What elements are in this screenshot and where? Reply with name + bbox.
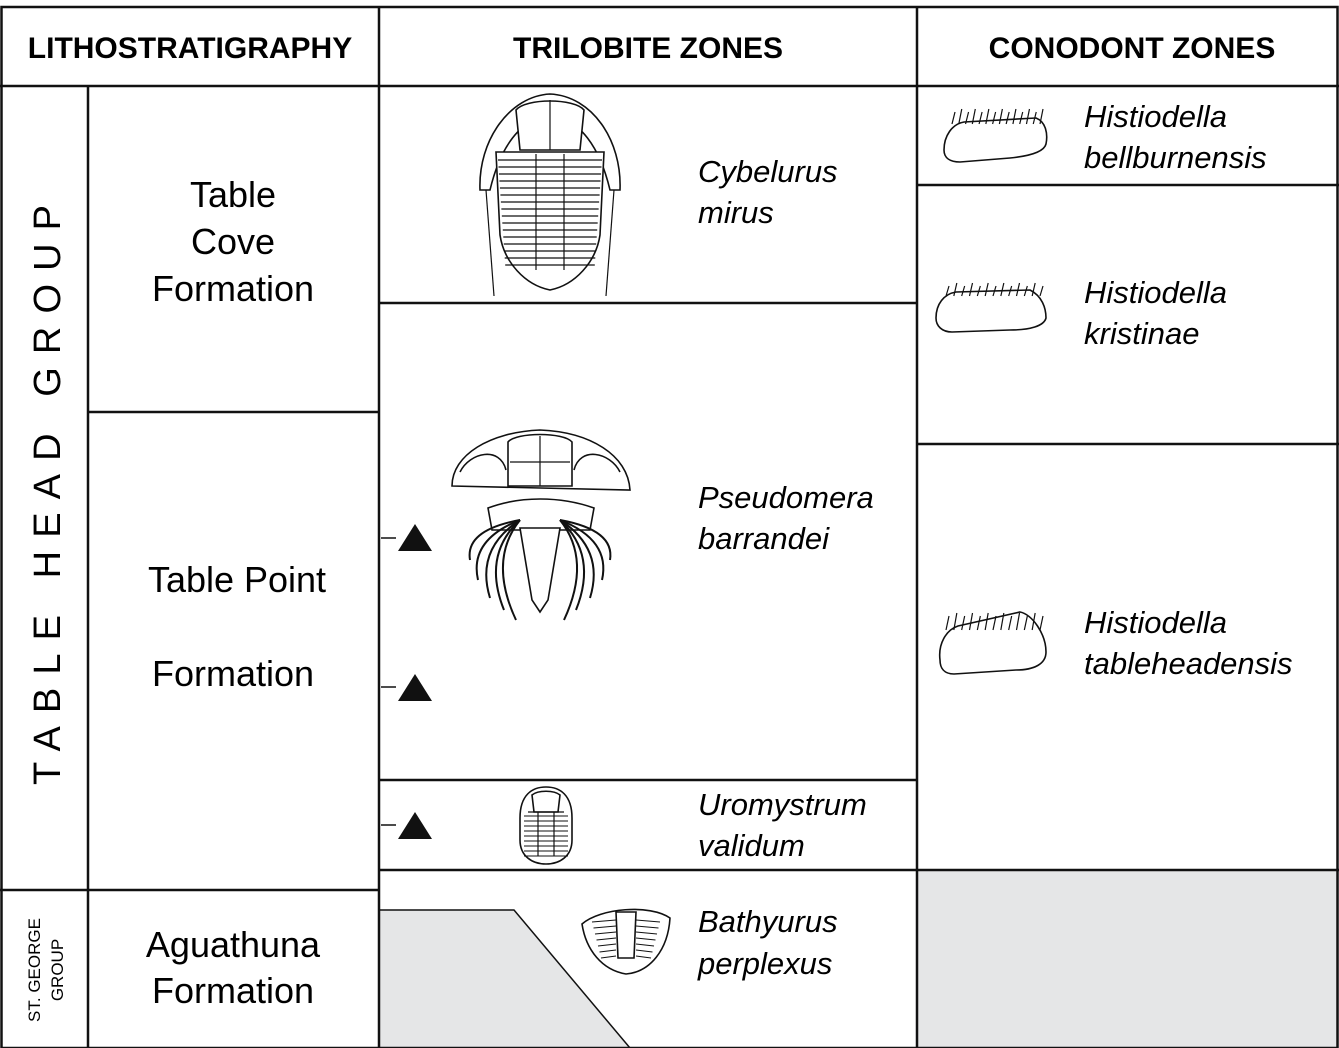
tableheadensis-genus: Histiodella [1084, 605, 1227, 640]
cybelurus-genus: Cybelurus [698, 154, 838, 189]
trilobite-hiatus-area [380, 910, 630, 1048]
table-cove-formation-line1: Table [190, 174, 276, 215]
conodont-hiatus-area [917, 870, 1339, 1048]
kristinae-species: kristinae [1084, 316, 1199, 351]
table-head-group-label: TABLE HEAD GROUP [27, 205, 69, 785]
histiodella-kristinae-conodont-icon [935, 282, 1047, 333]
aguathuna-formation-line1: Aguathuna [146, 924, 321, 965]
kristinae-genus: Histiodella [1084, 275, 1227, 310]
table-cove-formation-line2: Cove [191, 221, 275, 262]
header-trilobite-zones: TRILOBITE ZONES [513, 32, 783, 65]
triangle-marker-icon [381, 524, 432, 551]
uromystrum-genus: Uromystrum [698, 787, 867, 822]
tableheadensis-species: tableheadensis [1084, 646, 1293, 681]
cybelurus-species: mirus [698, 195, 774, 230]
histiodella-tableheadensis-conodont-icon [938, 611, 1047, 675]
header-lithostratigraphy: LITHOSTRATIGRAPHY [28, 32, 352, 65]
triangle-marker-icon [381, 812, 432, 839]
header-conodont-zones: CONODONT ZONES [989, 32, 1276, 65]
table-point-formation-line2: Formation [152, 653, 314, 694]
hiatus-boundary-line [380, 909, 631, 1048]
table-point-formation-line1: Table Point [148, 559, 326, 600]
aguathuna-formation-line2: Formation [152, 970, 314, 1011]
pseudomera-trilobite-icon [451, 429, 631, 621]
uromystrum-trilobite-icon [519, 786, 573, 865]
bellburnensis-species: bellburnensis [1084, 140, 1267, 175]
bathyurus-trilobite-icon [581, 908, 671, 975]
table-cove-formation-line3: Formation [152, 268, 314, 309]
cybelurus-trilobite-icon [479, 93, 621, 297]
uromystrum-species: validum [698, 828, 805, 863]
bathyurus-species: perplexus [697, 946, 832, 981]
bellburnensis-genus: Histiodella [1084, 99, 1227, 134]
triangle-marker-icon [381, 674, 432, 701]
st-george-group-label-line2: GROUP [48, 939, 67, 1001]
pseudomera-species: barrandei [698, 521, 830, 556]
pseudomera-genus: Pseudomera [698, 480, 874, 515]
st-george-group-label-line1: ST. GEORGE [25, 918, 44, 1022]
histiodella-bellburnensis-conodont-icon [943, 108, 1048, 163]
bathyurus-genus: Bathyurus [698, 904, 838, 939]
chart-frame [0, 5, 1339, 1048]
